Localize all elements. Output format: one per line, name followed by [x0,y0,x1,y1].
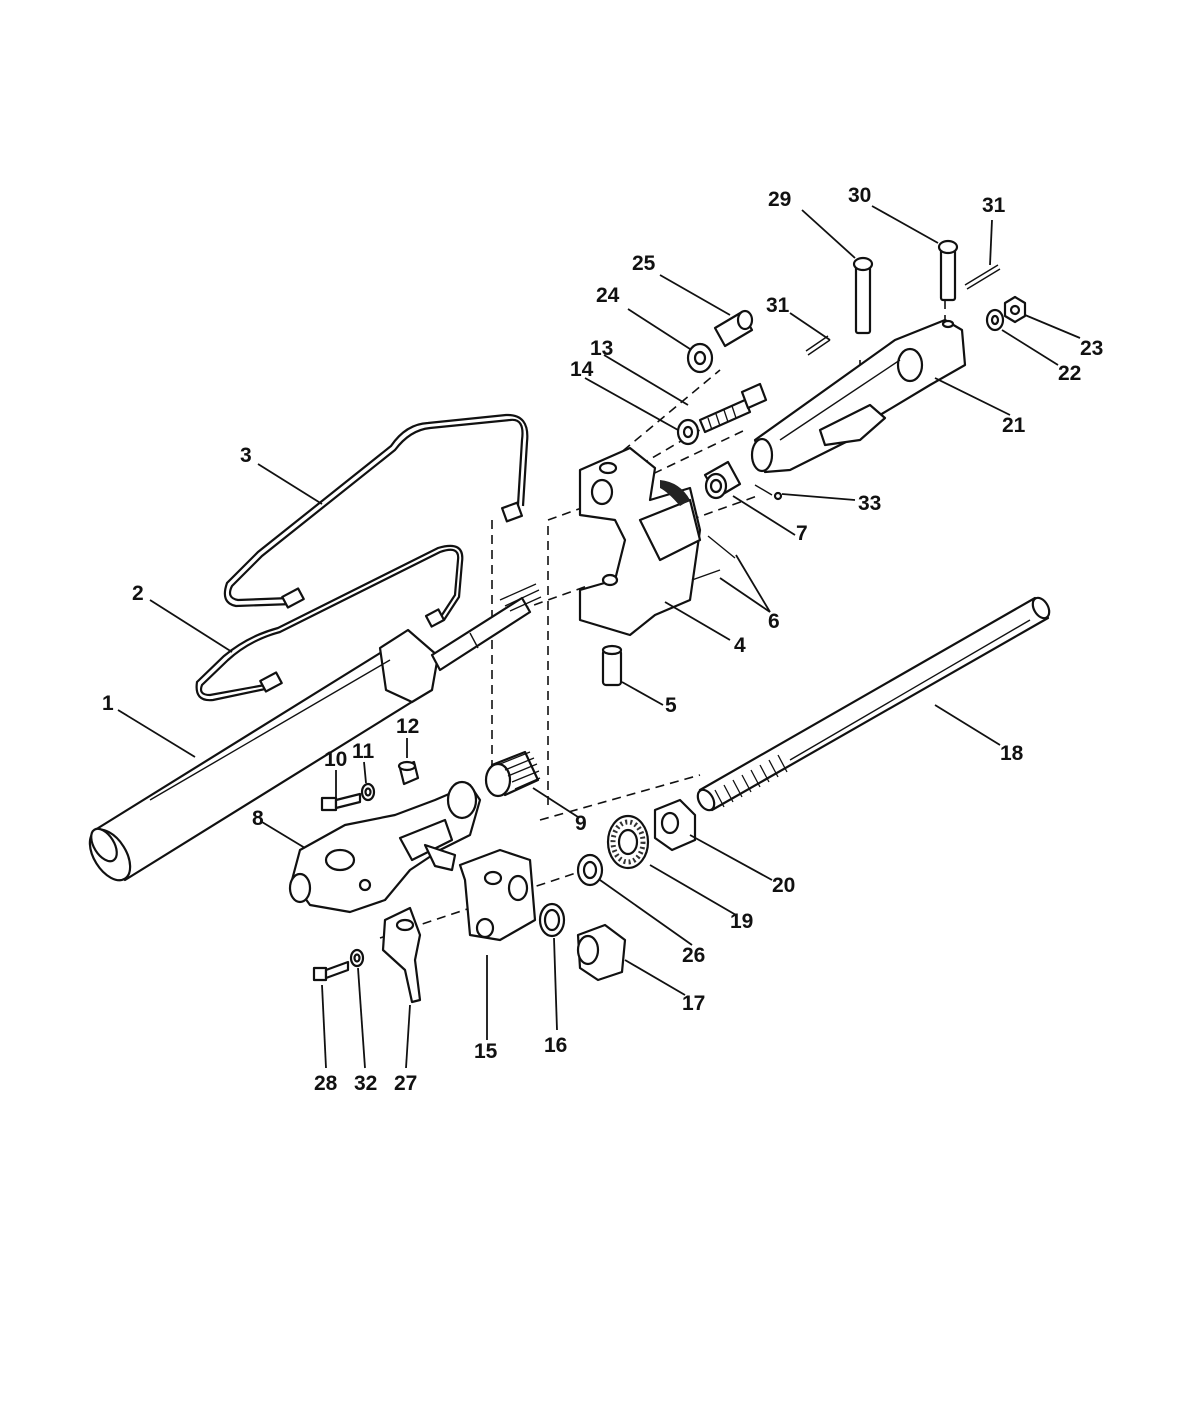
part-24-washer [686,342,714,374]
callout-33: 33 [858,492,881,515]
part-10-bolt [320,792,362,812]
part-31-cotter-pins [805,264,1001,356]
callout-25: 25 [632,252,656,275]
part-12-fitting [397,760,420,786]
callout-31-right: 31 [982,194,1006,217]
callout-12: 12 [396,715,419,738]
part-13-bolt [698,382,768,434]
callout-18: 18 [1000,742,1024,765]
callout-27: 27 [394,1072,417,1095]
part-8-valve [288,780,482,914]
part-5-pin [601,644,623,687]
callout-3: 3 [240,444,252,467]
leader-lines [117,205,1081,1069]
part-15-clamp-block [458,848,537,942]
part-4-bracket-housing [578,446,702,637]
part-20-nut [653,798,697,852]
part-27-bracket-plate [381,906,422,1004]
callout-2: 2 [132,582,144,605]
part-18-rod [696,596,1051,812]
callout-13: 13 [590,337,613,360]
part-33-fastener [754,484,783,501]
callout-9: 9 [575,812,587,835]
callout-32: 32 [354,1072,377,1095]
part-6-pins [691,535,736,581]
callout-5: 5 [665,694,677,717]
part-23-nut [1003,295,1027,324]
part-30-clevis-pin [937,239,959,302]
part-17-cap-nut [576,923,627,982]
part-9-threaded-sleeve [484,750,541,798]
part-3-hydraulic-line [223,413,529,609]
callout-23: 23 [1080,337,1103,360]
callout-14: 14 [570,358,594,381]
callout-22: 22 [1058,362,1081,385]
part-11-washer [360,782,376,802]
callout-20: 20 [772,874,795,897]
callout-16: 16 [544,1034,567,1057]
callout-11: 11 [352,740,375,763]
part-14-washer [676,418,700,446]
part-26-washer [576,853,604,887]
callout-6: 6 [768,610,780,633]
callout-8: 8 [252,807,264,830]
callout-17: 17 [682,992,705,1015]
part-25-pin [713,309,754,348]
part-7-bushing [703,460,742,500]
callout-labels: 1 2 3 4 5 6 7 8 9 10 11 12 13 14 15 16 1… [102,184,1103,1095]
part-32-washer [349,948,365,968]
callout-7: 7 [796,522,808,545]
part-21-steering-arm [750,318,967,474]
callout-30: 30 [848,184,871,207]
part-2-hydraulic-line [195,544,464,702]
callout-19: 19 [730,910,753,933]
callout-15: 15 [474,1040,498,1063]
part-19-seal [606,814,650,870]
callout-29: 29 [768,188,791,211]
part-29-clevis-pin [852,256,874,335]
part-22-washer [985,308,1005,332]
callout-21: 21 [1002,414,1026,437]
callout-26: 26 [682,944,705,967]
callout-28: 28 [314,1072,338,1095]
part-16-lock-washer [538,902,566,938]
callout-10: 10 [324,748,347,771]
callout-24: 24 [596,284,620,307]
callout-4: 4 [734,634,746,657]
callout-1: 1 [102,692,114,715]
part-1-cylinder [88,583,542,882]
part-28-bolt [312,960,350,982]
callout-31-left: 31 [766,294,790,317]
